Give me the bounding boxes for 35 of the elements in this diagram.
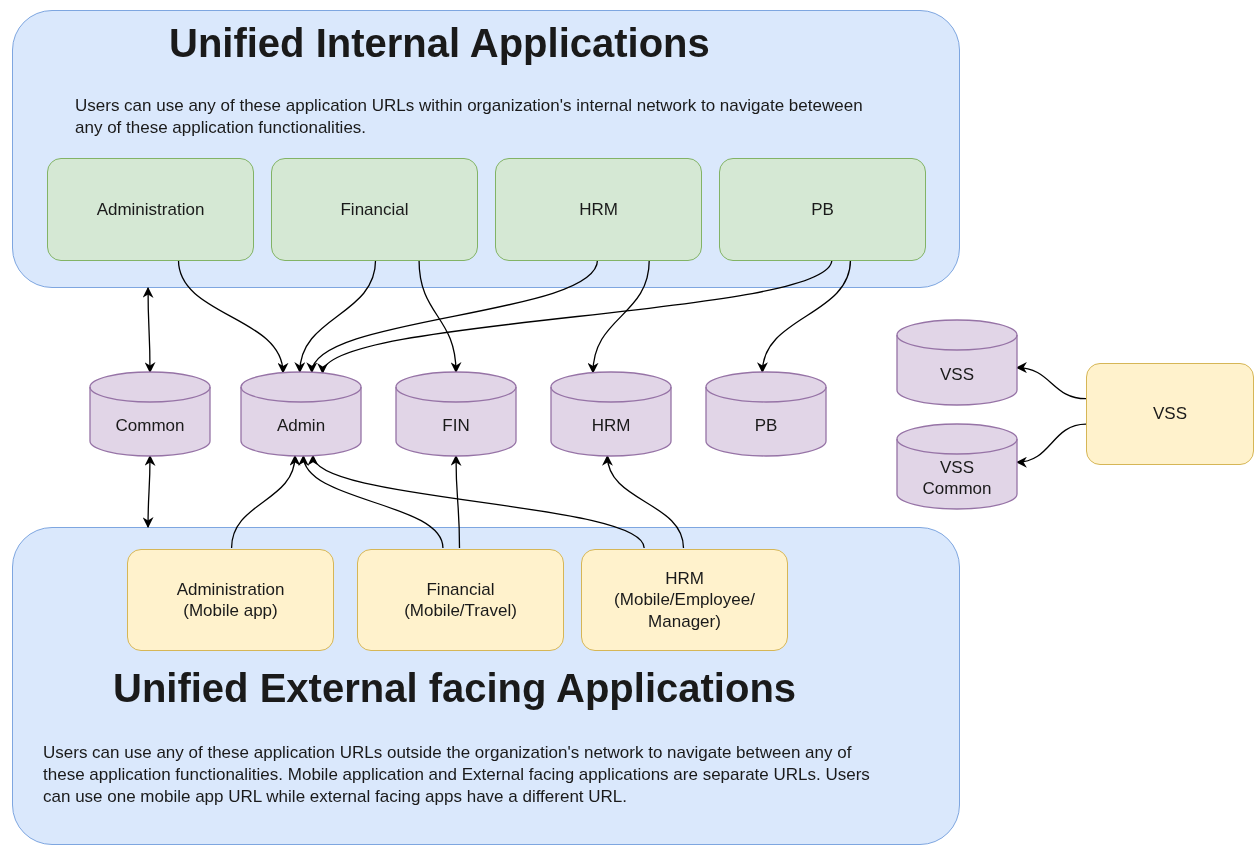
- arrow: [177, 259, 287, 374]
- arrow: [230, 454, 300, 549]
- box-label: Financial (Mobile/Travel): [403, 578, 518, 622]
- app-box: [127, 549, 334, 651]
- box-label: HRM: [578, 198, 619, 221]
- box-label: Financial: [339, 198, 410, 221]
- app-box: [271, 158, 478, 261]
- box-label: VSS Common: [921, 456, 993, 499]
- app-box: [357, 549, 564, 651]
- box-label: VSS: [1152, 403, 1188, 425]
- app-box: [719, 158, 926, 261]
- group-panel: [12, 10, 960, 288]
- panel-description: Users can use any of these application URLs within organization's internal network to navigate beteween any of these application functionalities.: [75, 95, 864, 140]
- app-box: [495, 158, 702, 261]
- panel-description: Users can use any of these application URLs outside the organization's network to navigate between any of these application functionalities. Mobile application and External facing applications are separate URLs. Users can use one mobile app URL while external facing apps have a different URL.: [43, 742, 871, 809]
- box-label: FIN: [441, 415, 471, 437]
- box-label: PB: [810, 198, 835, 221]
- app-box: [47, 158, 254, 261]
- app-box: [1086, 363, 1254, 465]
- box-label: PB: [753, 415, 779, 437]
- box-label: HRM: [590, 415, 632, 437]
- box-label: HRM (Mobile/Employee/ Manager): [613, 568, 756, 632]
- box-label: Administration (Mobile app): [175, 578, 286, 622]
- box-label: Admin: [275, 415, 327, 437]
- arrow: [142, 286, 156, 374]
- box-label: Common: [114, 415, 186, 437]
- arrow: [1015, 423, 1087, 467]
- group-panel: [12, 527, 960, 845]
- app-box: [581, 549, 788, 651]
- box-label: VSS: [939, 363, 975, 385]
- arrow: [142, 454, 156, 529]
- panel-title: Unified External facing Applications: [113, 666, 797, 711]
- box-label: Administration: [95, 198, 206, 221]
- arrow: [1015, 362, 1087, 400]
- panel-title: Unified Internal Applications: [169, 21, 710, 66]
